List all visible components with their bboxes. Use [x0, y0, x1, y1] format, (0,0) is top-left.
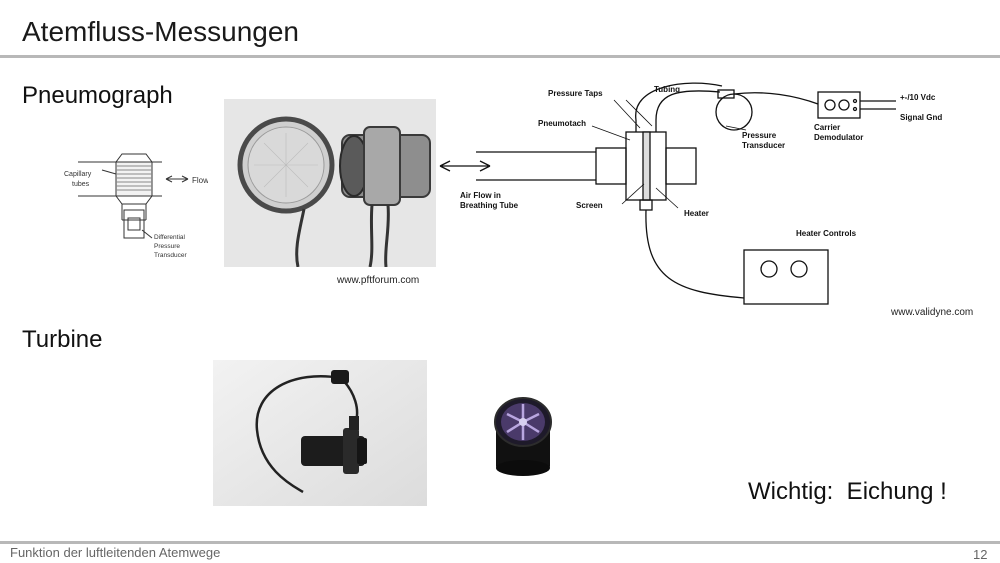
label-screen: Screen	[576, 201, 603, 210]
turbine-sensor-photo	[213, 360, 427, 506]
schematic-flow-label: Flow	[192, 176, 208, 185]
calibration-note: Wichtig: Eichung !	[748, 478, 947, 505]
validyne-credit: www.validyne.com	[890, 307, 973, 318]
label-signal-gnd: Signal Gnd	[900, 113, 942, 122]
pneumograph-schematic: Capillary tubes Flow Differential Pressu…	[64, 153, 208, 259]
pftforum-credit: www.pftforum.com	[337, 275, 420, 286]
pneumotach-photo	[224, 99, 436, 268]
footer-divider	[0, 541, 1000, 544]
schematic-capillary-label-1: Capillary	[64, 171, 92, 178]
pneumograph-heading: Pneumograph	[22, 82, 173, 109]
schematic-transducer-label-2: Pressure	[154, 243, 180, 250]
label-vdc: +-/10 Vdc	[900, 93, 936, 102]
pneumotach-diagram: Pressure Taps Tubing Pneumotach Pressure…	[439, 82, 973, 318]
schematic-transducer-label-3: Transducer	[154, 252, 187, 259]
label-heater-controls: Heater Controls	[796, 229, 857, 238]
schematic-capillary-label-2: tubes	[72, 181, 90, 188]
label-pressure-taps: Pressure Taps	[548, 89, 603, 98]
label-tubing: Tubing	[654, 85, 680, 94]
label-carrier-demodulator-1: Carrier	[814, 123, 840, 132]
title-divider	[0, 55, 1000, 58]
footer-text: Funktion der luftleitenden Atemwege	[10, 545, 221, 560]
schematic-transducer-label-1: Differential	[154, 234, 186, 241]
page-number: 12	[973, 547, 988, 562]
label-pressure-transducer-2: Transducer	[742, 141, 785, 150]
label-pneumotach: Pneumotach	[538, 119, 586, 128]
label-heater: Heater	[684, 209, 709, 218]
label-air-flow-2: Breathing Tube	[460, 201, 519, 210]
slide-title: Atemfluss-Messungen	[22, 16, 300, 47]
turbine-rotor-photo	[490, 384, 556, 478]
label-air-flow-1: Air Flow in	[460, 191, 501, 200]
turbine-heading: Turbine	[22, 326, 103, 353]
label-pressure-transducer-1: Pressure	[742, 131, 777, 140]
label-carrier-demodulator-2: Demodulator	[814, 133, 863, 142]
